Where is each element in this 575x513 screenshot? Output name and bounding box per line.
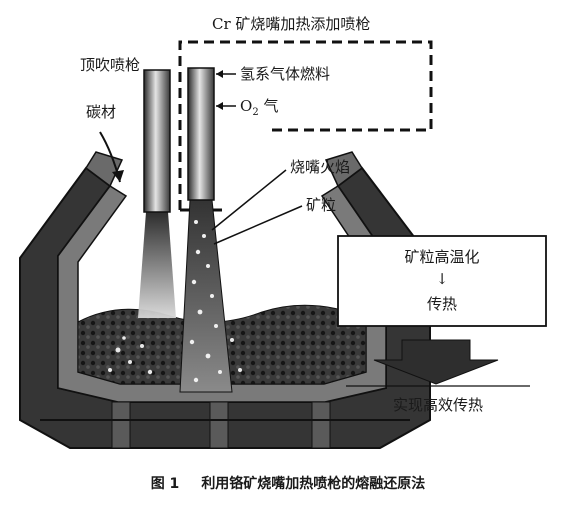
process-arrow: ↓	[436, 270, 449, 288]
furnace-vessel	[19, 151, 431, 449]
process-box: 矿粒高温化 ↓ 传热	[337, 235, 547, 327]
top-blow-lance	[143, 69, 171, 213]
carbon-feed-arrow	[99, 131, 124, 183]
oxygen-label: O2 气	[240, 97, 278, 118]
burner-lance	[187, 67, 215, 201]
top-lance-label: 顶吹喷枪	[80, 56, 140, 74]
process-line-2: 传热	[427, 295, 457, 313]
result-text: 实现高效传热	[393, 396, 483, 414]
carbon-label: 碳材	[86, 103, 116, 121]
result-arrow	[346, 339, 530, 387]
oxygen-supply-arrow	[216, 102, 236, 110]
top-blow-jet	[138, 212, 176, 318]
burner-lance-title: Cr 矿烧嘴加热添加喷枪	[212, 15, 370, 33]
process-line-1: 矿粒高温化	[404, 248, 479, 266]
fuel-supply-arrow	[216, 70, 236, 78]
flame-label: 烧嘴火焰	[290, 158, 350, 176]
flame-leader-line	[211, 169, 287, 231]
hydrogen-fuel-label: 氢系气体燃料	[240, 65, 330, 83]
ore-leader-line	[213, 205, 303, 245]
burner-flame	[179, 199, 233, 393]
ore-label: 矿粒	[306, 196, 336, 214]
